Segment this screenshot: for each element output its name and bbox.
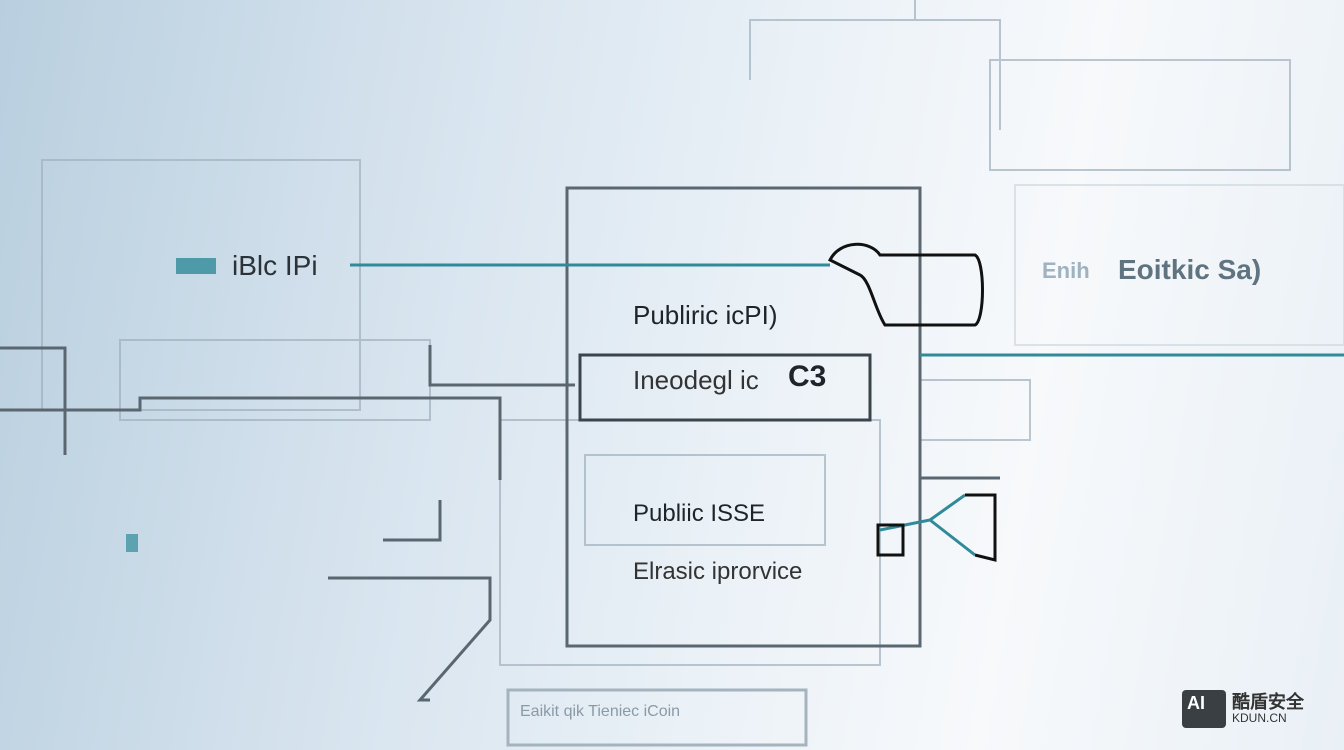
- plug-icon: [827, 242, 997, 562]
- left-node-label: iBlc IPi: [232, 250, 318, 281]
- left-panel: [41, 159, 361, 411]
- watermark-domain: KDUN.CN: [1232, 711, 1287, 726]
- watermark-logo: AI 酷盾安全 KDUN.CN: [1182, 690, 1304, 728]
- node-icon: [126, 258, 216, 552]
- ai-logo-icon: AI: [1182, 690, 1226, 728]
- right-node-label: Eoitkic Sa): [1118, 254, 1262, 285]
- bottom-box-label: Eaikit qik Tieniec iCoin: [520, 703, 681, 720]
- center-bottom-label: Elrasic iprorvice: [633, 558, 803, 585]
- center-mid-code: C3: [788, 360, 827, 393]
- center-lower-label: Publiic ISSE: [633, 500, 766, 527]
- center-top-label: Publiric icPI): [633, 300, 778, 330]
- watermark-name: 酷盾安全: [1232, 691, 1304, 712]
- highlight-box: [578, 353, 872, 422]
- right-node-faint-label: Enih: [1042, 258, 1090, 283]
- center-mid-label: Ineodegl ic: [633, 365, 759, 395]
